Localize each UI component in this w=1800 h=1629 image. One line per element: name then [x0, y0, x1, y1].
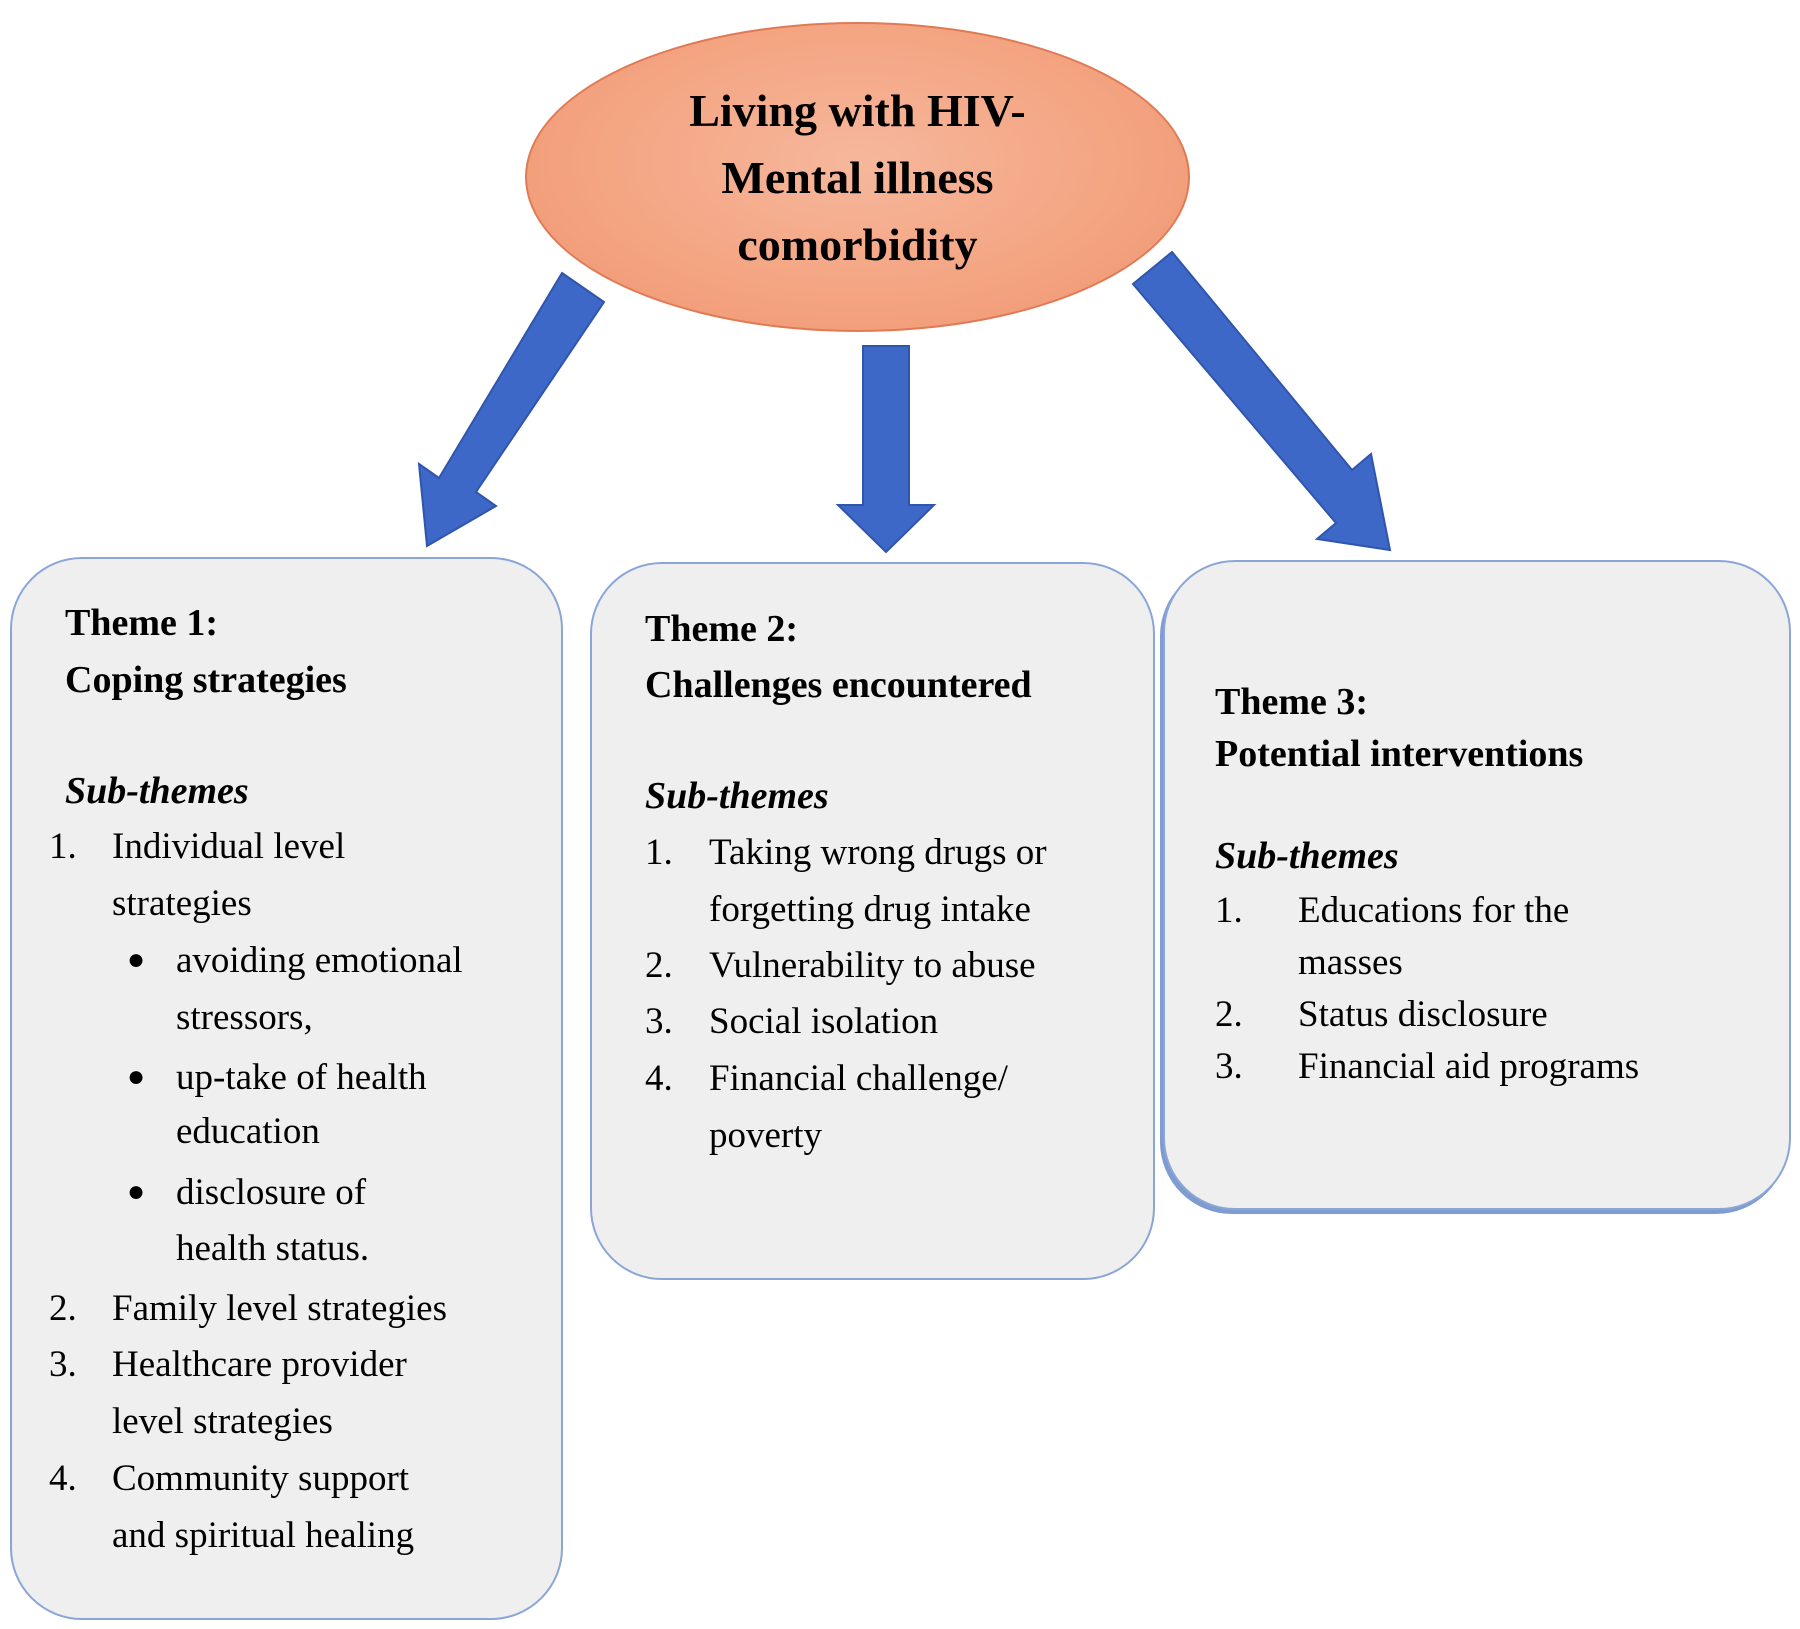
arrow-to-theme-1 [417, 271, 606, 548]
theme-3-item-2-line-1: Status disclosure [1298, 994, 1548, 1035]
theme-1-box: Theme 1: Coping strategies Sub-themes 1.… [10, 557, 563, 1620]
theme-3-name: Potential interventions [1215, 733, 1584, 775]
theme-1-bullet-2-line-2: education [176, 1111, 320, 1152]
theme-1-item-1-line-1: Individual level [112, 826, 346, 867]
theme-2-item-3-number: 3. [645, 1001, 673, 1042]
theme-1-item-2-number: 2. [49, 1288, 77, 1329]
arrow-to-theme-2 [835, 345, 937, 554]
theme-3-label: Theme 3: [1215, 681, 1369, 723]
theme-3-item-3-line-1: Financial aid programs [1298, 1046, 1640, 1087]
bullet-icon: ● [127, 1175, 146, 1208]
theme-1-item-4-number: 4. [49, 1458, 77, 1499]
theme-2-item-2-number: 2. [645, 945, 673, 986]
theme-2-item-1-line-2: forgetting drug intake [709, 889, 1031, 930]
theme-3-item-2-number: 2. [1215, 994, 1243, 1035]
central-topic-line-3: comorbidity [737, 218, 978, 270]
theme-3-subthemes-heading: Sub-themes [1215, 835, 1399, 877]
theme-1-item-1-number: 1. [49, 826, 77, 867]
theme-2-label: Theme 2: [645, 608, 799, 650]
theme-1-item-3-line-1: Healthcare provider [112, 1344, 407, 1385]
theme-1-item-4-line-1: Community support [112, 1458, 410, 1499]
theme-3-item-3-number: 3. [1215, 1046, 1243, 1087]
theme-1-bullet-1-line-2: stressors, [176, 997, 313, 1038]
bullet-icon: ● [127, 1060, 146, 1093]
theme-1-label: Theme 1: [65, 602, 219, 644]
theme-2-item-3-line-1: Social isolation [709, 1001, 939, 1042]
theme-1-item-2-line-1: Family level strategies [112, 1288, 447, 1329]
theme-2-item-1-number: 1. [645, 832, 673, 873]
bullet-icon: ● [127, 943, 146, 976]
theme-3-item-1-line-2: masses [1298, 942, 1403, 983]
theme-3-item-1-number: 1. [1215, 890, 1243, 931]
theme-2-item-4-line-2: poverty [709, 1115, 823, 1156]
theme-1-item-3-number: 3. [49, 1344, 77, 1385]
theme-1-bullet-3-line-1: disclosure of [176, 1172, 367, 1213]
theme-2-item-4-line-1: Financial challenge/ [709, 1058, 1008, 1099]
theme-1-item-3-line-2: level strategies [112, 1401, 333, 1442]
theme-3-item-1-line-1: Educations for the [1298, 890, 1570, 931]
central-topic-line-1: Living with HIV- [689, 84, 1026, 136]
theme-2-name: Challenges encountered [645, 664, 1032, 706]
theme-3-box: Theme 3: Potential interventions Sub-the… [1163, 560, 1791, 1210]
theme-2-item-4-number: 4. [645, 1058, 673, 1099]
theme-2-box: Theme 2: Challenges encountered Sub-them… [590, 562, 1155, 1280]
arrow-to-theme-3 [1131, 250, 1392, 552]
theme-2-subthemes-heading: Sub-themes [645, 775, 829, 817]
theme-1-item-1-line-2: strategies [112, 883, 252, 924]
theme-2-item-1-line-1: Taking wrong drugs or [709, 832, 1047, 873]
theme-2-item-2-line-1: Vulnerability to abuse [709, 945, 1036, 986]
theme-1-name: Coping strategies [65, 659, 347, 701]
theme-1-bullet-1-line-1: avoiding emotional [176, 940, 463, 981]
central-topic-line-2: Mental illness [721, 151, 994, 203]
theme-1-bullet-2-line-1: up-take of health [176, 1057, 427, 1098]
theme-1-subthemes-heading: Sub-themes [65, 770, 249, 812]
central-topic: Living with HIV- Mental illness comorbid… [525, 22, 1190, 332]
theme-1-item-4-line-2: and spiritual healing [112, 1515, 415, 1556]
theme-1-bullet-3-line-2: health status. [176, 1228, 370, 1269]
